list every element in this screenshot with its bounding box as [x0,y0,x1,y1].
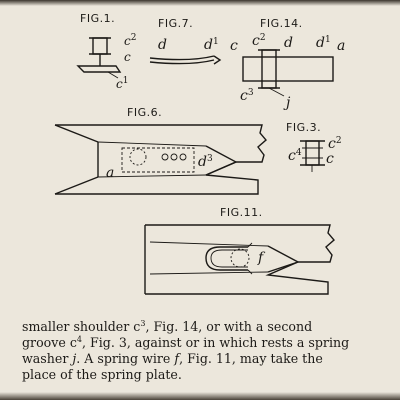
fig3-part-0: c4 [288,148,302,164]
fig14-part-3: d1 [316,35,331,51]
fig11-part-0: f [257,250,266,266]
caption-line-2: groove c4, Fig. 3, against or in which r… [22,334,350,350]
figure-11: FIG.11. f [144,206,335,295]
fig1-part-0: c2 [124,33,136,48]
fig1-part-1: c [124,50,131,64]
fig6-part-1: d3 [198,154,213,170]
caption-line-1: smaller shoulder c3, Fig. 14, or with a … [22,318,313,334]
fig6-outline [55,124,267,195]
fig14-part-0: c [230,38,238,54]
fig11-spring-wire [205,246,248,271]
figure-3: FIG.3. c4 c2 c [286,121,342,172]
figure-6: FIG.6. a d3 [54,106,267,195]
fig3-part-2: c [326,151,334,167]
fig6-plate [121,147,195,173]
caption-line-4: place of the spring plate. [22,367,182,382]
fig7-part-1: d1 [204,37,219,53]
figure-14: FIG.14. c c2 d d1 a c3 j [230,17,345,111]
figure-11-label: FIG.11. [220,206,263,219]
fig14-part-2: d [284,35,293,51]
figure-1-label: FIG.1. [80,12,115,25]
fig6-part-0: a [106,165,114,181]
fig14-part-1: c2 [252,33,266,49]
fig7-part-0: d [158,37,167,53]
fig14-plate [242,56,334,82]
figure-1: FIG.1. c2 c c1 [76,12,136,91]
fig3-spool [305,140,320,166]
fig14-part-4: a [337,38,345,54]
fig1-spool [92,37,108,55]
page-edge-bottom [0,392,400,400]
fig14-stud [261,49,277,89]
fig14-part-5: c3 [240,88,254,104]
fig11-outline [145,224,335,295]
figure-3-label: FIG.3. [286,121,321,134]
figure-7: FIG.7. d d1 [149,17,222,65]
fig3-part-1: c2 [328,136,342,152]
patent-figures: FIG.1. c2 c c1 FIG.7. d d1 FIG.14. [54,12,345,295]
caption-line-3: washer j. A spring wire f, Fig. 11, may … [22,351,323,366]
fig14-part-6: j [283,95,291,111]
fig1-part-2: c1 [116,76,128,91]
figure-6-label: FIG.6. [127,106,162,119]
page-edge-top [0,0,400,6]
figure-14-label: FIG.14. [260,17,303,30]
caption-text: smaller shoulder c3, Fig. 14, or with a … [22,319,382,383]
figure-7-label: FIG.7. [158,17,193,30]
